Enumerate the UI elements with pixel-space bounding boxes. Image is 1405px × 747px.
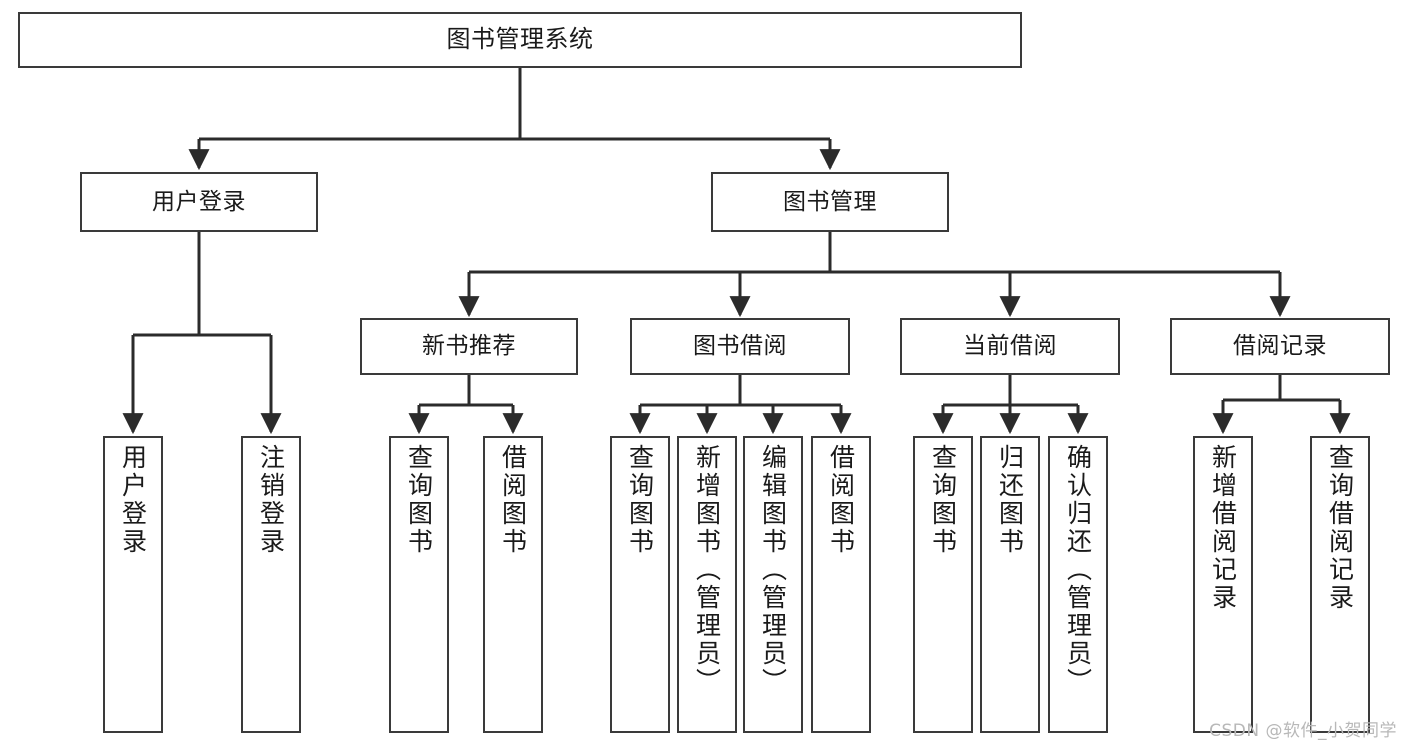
node-book-management-label: 图书管理	[783, 188, 877, 215]
node-leaf-query-record-label: 查询借阅记录	[1325, 444, 1355, 612]
node-leaf-query-book-1-label: 查询图书	[404, 444, 434, 556]
node-leaf-add-record-label: 新增借阅记录	[1208, 444, 1238, 612]
node-book-management[interactable]: 图书管理	[711, 172, 949, 232]
node-leaf-user-login-label: 用户登录	[118, 444, 148, 556]
node-leaf-query-book-3[interactable]: 查询图书	[913, 436, 973, 733]
node-new-book-recommend-label: 新书推荐	[422, 333, 516, 360]
node-borrow-record-label: 借阅记录	[1233, 333, 1327, 360]
node-current-borrow[interactable]: 当前借阅	[900, 318, 1120, 375]
node-leaf-add-book[interactable]: 新增图书（管理员）	[677, 436, 737, 733]
node-leaf-query-book-1[interactable]: 查询图书	[389, 436, 449, 733]
node-leaf-logout-login[interactable]: 注销登录	[241, 436, 301, 733]
node-leaf-borrow-book-2-label: 借阅图书	[826, 444, 856, 556]
node-leaf-user-login[interactable]: 用户登录	[103, 436, 163, 733]
node-leaf-query-book-2-label: 查询图书	[625, 444, 655, 556]
node-leaf-add-record[interactable]: 新增借阅记录	[1193, 436, 1253, 733]
node-user-login[interactable]: 用户登录	[80, 172, 318, 232]
node-user-login-label: 用户登录	[152, 188, 246, 215]
node-leaf-return-book[interactable]: 归还图书	[980, 436, 1040, 733]
node-leaf-add-book-label: 新增图书（管理员）	[692, 444, 722, 696]
node-new-book-recommend[interactable]: 新书推荐	[360, 318, 578, 375]
node-root-label: 图书管理系统	[446, 25, 594, 54]
node-leaf-borrow-book-1[interactable]: 借阅图书	[483, 436, 543, 733]
node-leaf-edit-book[interactable]: 编辑图书（管理员）	[743, 436, 803, 733]
node-leaf-return-book-label: 归还图书	[995, 444, 1025, 556]
node-leaf-confirm-return-label: 确认归还（管理员）	[1063, 444, 1093, 696]
node-leaf-query-record[interactable]: 查询借阅记录	[1310, 436, 1370, 733]
node-leaf-edit-book-label: 编辑图书（管理员）	[758, 444, 788, 696]
node-leaf-borrow-book-2[interactable]: 借阅图书	[811, 436, 871, 733]
node-current-borrow-label: 当前借阅	[963, 333, 1057, 360]
node-leaf-query-book-3-label: 查询图书	[928, 444, 958, 556]
node-leaf-query-book-2[interactable]: 查询图书	[610, 436, 670, 733]
node-leaf-logout-login-label: 注销登录	[256, 444, 286, 556]
node-root[interactable]: 图书管理系统	[18, 12, 1022, 68]
node-book-borrow[interactable]: 图书借阅	[630, 318, 850, 375]
node-book-borrow-label: 图书借阅	[693, 333, 787, 360]
node-borrow-record[interactable]: 借阅记录	[1170, 318, 1390, 375]
node-leaf-borrow-book-1-label: 借阅图书	[498, 444, 528, 556]
node-leaf-confirm-return[interactable]: 确认归还（管理员）	[1048, 436, 1108, 733]
